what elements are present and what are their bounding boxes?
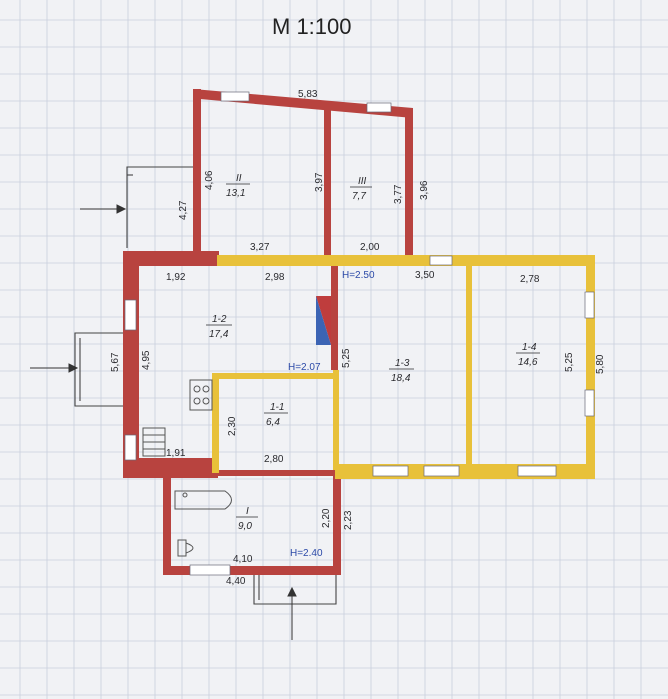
window-12-left xyxy=(124,299,137,331)
dim-396: 3,96 xyxy=(419,180,430,200)
dim-280: 2,80 xyxy=(264,454,284,465)
window-14-right-b xyxy=(584,389,595,417)
room-11-area: 6,4 xyxy=(266,417,280,428)
window-iii xyxy=(366,102,392,113)
dim-223: 2,23 xyxy=(343,510,354,530)
dim-192: 1,92 xyxy=(166,272,186,283)
window-13-top xyxy=(429,255,453,266)
dim-220: 2,20 xyxy=(321,508,332,528)
height-250: H=2.50 xyxy=(342,270,375,281)
room-i-number: I xyxy=(246,506,249,517)
room-14-area: 14,6 xyxy=(518,357,538,368)
room-iii-number: III xyxy=(358,176,367,187)
openings xyxy=(124,91,595,576)
dim-525b: 5,25 xyxy=(564,352,575,372)
wall-ii-iii xyxy=(324,110,331,258)
dim-200: 2,00 xyxy=(360,242,380,253)
dim-327: 3,27 xyxy=(250,242,270,253)
wall-14-right xyxy=(586,255,595,479)
room-12-area: 17,4 xyxy=(209,329,229,340)
entry-arrows xyxy=(30,204,297,640)
chimney-blue xyxy=(316,296,331,345)
room-13-area: 18,4 xyxy=(391,373,411,384)
dim-495: 4,95 xyxy=(141,350,152,370)
wall-13-14 xyxy=(466,266,472,466)
scale-title: M 1:100 xyxy=(272,14,352,39)
room-ii-number: II xyxy=(236,173,242,184)
stove-icon xyxy=(189,379,213,411)
wall-12-13 xyxy=(331,266,338,370)
room-12-number: 1-2 xyxy=(212,314,227,325)
room-13-number: 1-3 xyxy=(395,358,410,369)
room-11-number: 1-1 xyxy=(270,402,284,413)
fixtures xyxy=(142,379,232,557)
porch-top-left xyxy=(126,166,193,248)
window-13-bottom-a xyxy=(372,465,409,477)
ceiling-heights: H=2.50 H=2.07 H=2.40 xyxy=(288,270,375,559)
toilet-icon xyxy=(177,539,194,557)
dim-440: 4,40 xyxy=(226,576,246,587)
dim-580: 5,80 xyxy=(595,354,606,374)
wall-i-bottom xyxy=(163,566,341,575)
dim-191: 1,91 xyxy=(166,448,186,459)
dim-350: 3,50 xyxy=(415,270,435,281)
wall-11-13 xyxy=(333,370,339,470)
dim-406: 4,06 xyxy=(204,170,215,190)
porch-bottom xyxy=(253,575,337,605)
room-labels: II 13,1 III 7,7 1-2 17,4 1-3 18,4 1-4 14… xyxy=(206,173,540,532)
bathtub-icon xyxy=(174,490,232,510)
window-ii xyxy=(220,91,250,102)
window-12-lower xyxy=(124,434,137,461)
dim-397: 3,97 xyxy=(314,172,325,192)
window-14-bottom xyxy=(517,465,557,477)
wall-11-left xyxy=(212,373,219,473)
dimensions: 5,83 4,06 4,27 3,97 3,77 3,96 3,27 2,00 … xyxy=(110,89,606,587)
wall-ii-left xyxy=(193,89,201,255)
dim-567: 5,67 xyxy=(110,352,121,372)
dim-377: 3,77 xyxy=(393,184,404,204)
dim-298: 2,98 xyxy=(265,272,285,283)
wall-i-top xyxy=(163,470,341,476)
wall-i-right xyxy=(333,470,341,575)
wall-iii-right xyxy=(405,108,413,258)
height-240: H=2.40 xyxy=(290,548,323,559)
dim-230: 2,30 xyxy=(227,416,238,436)
dim-278: 2,78 xyxy=(520,274,540,285)
window-14-right-a xyxy=(584,291,595,319)
height-207: H=2.07 xyxy=(288,362,321,373)
dim-525a: 5,25 xyxy=(341,348,352,368)
wall-yellow-top xyxy=(217,255,593,266)
wall-i-left xyxy=(163,470,171,575)
window-13-bottom-b xyxy=(423,465,460,477)
window-i-bottom xyxy=(189,564,231,576)
wall-11-top xyxy=(212,373,337,379)
dim-427: 4,27 xyxy=(178,200,189,220)
room-iii-area: 7,7 xyxy=(352,191,366,202)
dim-583: 5,83 xyxy=(298,89,318,100)
room-i-area: 9,0 xyxy=(238,521,252,532)
room-14-number: 1-4 xyxy=(522,342,537,353)
dim-410: 4,10 xyxy=(233,554,253,565)
wall-12-top xyxy=(123,251,219,266)
room-ii-area: 13,1 xyxy=(226,188,245,199)
